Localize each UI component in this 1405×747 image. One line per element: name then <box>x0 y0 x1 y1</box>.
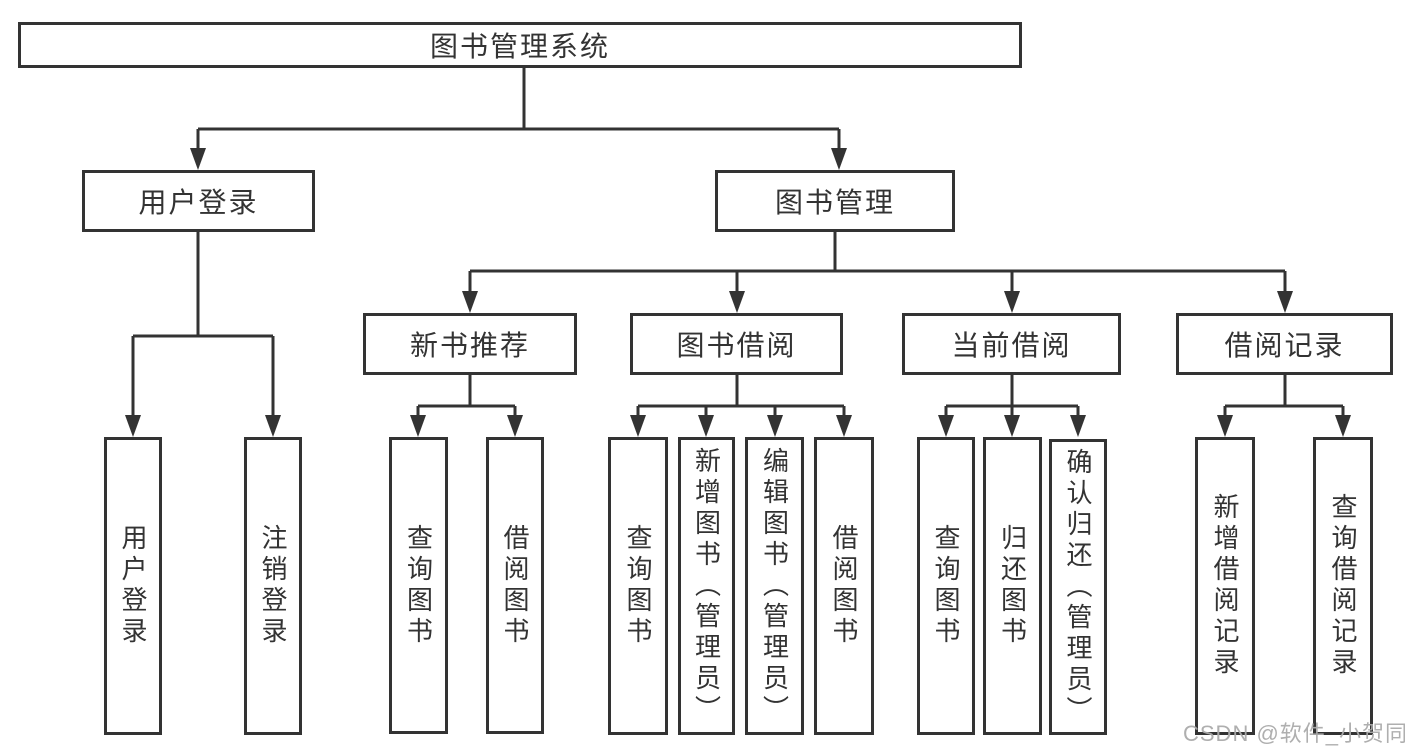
leaf-label: 编辑图书（管理员） <box>759 446 790 726</box>
leaf-label: 归还图书 <box>997 524 1028 648</box>
leaf-label: 查询借阅记录 <box>1328 493 1358 679</box>
node-label: 借阅记录 <box>1224 330 1345 361</box>
node-user-login: 用户登录 <box>82 170 315 232</box>
leaf-query-books-recommend: 查询图书 <box>389 437 448 734</box>
leaf-edit-books-admin: 编辑图书（管理员） <box>745 437 804 735</box>
leaf-query-books-borrow: 查询图书 <box>608 437 668 735</box>
node-label: 图书借阅 <box>676 330 797 361</box>
node-book-borrowing: 图书借阅 <box>630 313 843 375</box>
leaf-return-books: 归还图书 <box>983 437 1042 735</box>
node-current-borrowing: 当前借阅 <box>902 313 1121 375</box>
leaf-add-books-admin: 新增图书（管理员） <box>678 437 735 735</box>
node-label: 当前借阅 <box>951 330 1072 361</box>
node-book-management: 图书管理 <box>715 170 955 232</box>
leaf-borrow-books-recommend: 借阅图书 <box>486 437 544 734</box>
leaf-user-login: 用户登录 <box>104 437 162 735</box>
leaf-confirm-return-admin: 确认归还（管理员） <box>1049 439 1107 735</box>
leaf-label: 新增借阅记录 <box>1210 493 1240 679</box>
leaf-query-books-current: 查询图书 <box>917 437 975 735</box>
node-label: 用户登录 <box>138 187 259 218</box>
leaf-label: 查询图书 <box>623 524 653 648</box>
leaf-label: 确认归还（管理员） <box>1063 447 1093 727</box>
leaf-label: 查询图书 <box>931 524 961 648</box>
leaf-label: 注销登录 <box>258 524 288 648</box>
leaf-logout: 注销登录 <box>244 437 302 735</box>
node-library-management-system: 图书管理系统 <box>18 22 1022 68</box>
leaf-borrow-books: 借阅图书 <box>814 437 874 735</box>
leaf-label: 用户登录 <box>118 524 148 648</box>
leaf-add-borrow-record: 新增借阅记录 <box>1195 437 1255 735</box>
node-label: 图书管理 <box>774 187 895 218</box>
node-new-book-recommendation: 新书推荐 <box>363 313 577 375</box>
node-label: 新书推荐 <box>409 330 530 361</box>
leaf-label: 借阅图书 <box>500 523 530 648</box>
leaf-label: 查询图书 <box>403 523 434 648</box>
node-borrowing-records: 借阅记录 <box>1176 313 1393 375</box>
node-label: 图书管理系统 <box>429 31 610 62</box>
csdn-watermark: CSDN @软件_小贺同学 <box>1183 721 1405 746</box>
leaf-query-borrow-record: 查询借阅记录 <box>1313 437 1373 735</box>
leaf-label: 新增图书（管理员） <box>691 446 722 726</box>
leaf-label: 借阅图书 <box>829 524 859 648</box>
